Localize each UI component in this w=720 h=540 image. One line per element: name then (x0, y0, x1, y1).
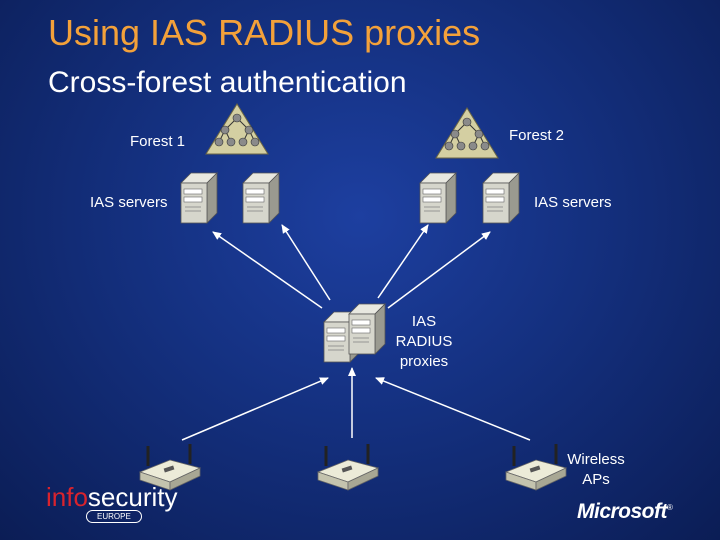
infosecurity-europe-tag: EUROPE (86, 510, 142, 523)
infosecurity-logo-info: info (46, 482, 88, 512)
wireless-aps-label-line1: Wireless (567, 451, 625, 468)
radius-proxy-2-icon (348, 303, 386, 355)
forest-1-triangle-icon (205, 103, 269, 155)
arrow-ap3-to-proxy (375, 377, 531, 441)
ias-server-1a-icon (180, 172, 218, 224)
arrow-proxy-to-server-2a (377, 224, 429, 299)
infosecurity-logo: infosecurity (46, 482, 178, 513)
arrow-proxy-to-server-1b (281, 224, 331, 301)
ias-server-2a-icon (419, 172, 457, 224)
ias-servers-left-label: IAS servers (90, 194, 168, 211)
ias-server-2b-icon (482, 172, 520, 224)
forest-2-label: Forest 2 (509, 127, 565, 144)
radius-proxies-label-line2: RADIUS (395, 333, 453, 350)
wireless-ap-2-icon (316, 442, 380, 492)
microsoft-logo: Microsoft® (577, 500, 673, 524)
radius-proxies-label-line1: IAS (411, 313, 437, 330)
arrow-ap1-to-proxy (181, 377, 329, 441)
wireless-aps-label: Wireless APs (556, 450, 636, 490)
radius-proxies-label: IAS RADIUS proxies (388, 312, 460, 372)
forest-1-label: Forest 1 (130, 133, 186, 150)
ias-server-1b-icon (242, 172, 280, 224)
arrow-proxy-to-server-2b (387, 231, 491, 309)
arrow-proxy-to-server-1a (212, 231, 323, 309)
forest-2-triangle-icon (435, 107, 499, 159)
microsoft-logo-text: Microsoft (577, 500, 668, 523)
slide-title: Using IAS RADIUS proxies (48, 12, 481, 53)
infosecurity-logo-security: security (87, 482, 178, 512)
wireless-aps-label-line2: APs (582, 471, 610, 488)
slide-subtitle: Cross-forest authentication (48, 66, 407, 99)
radius-proxies-label-line3: proxies (399, 353, 449, 370)
microsoft-trademark: ® (667, 503, 673, 512)
ias-servers-right-label: IAS servers (534, 194, 612, 211)
